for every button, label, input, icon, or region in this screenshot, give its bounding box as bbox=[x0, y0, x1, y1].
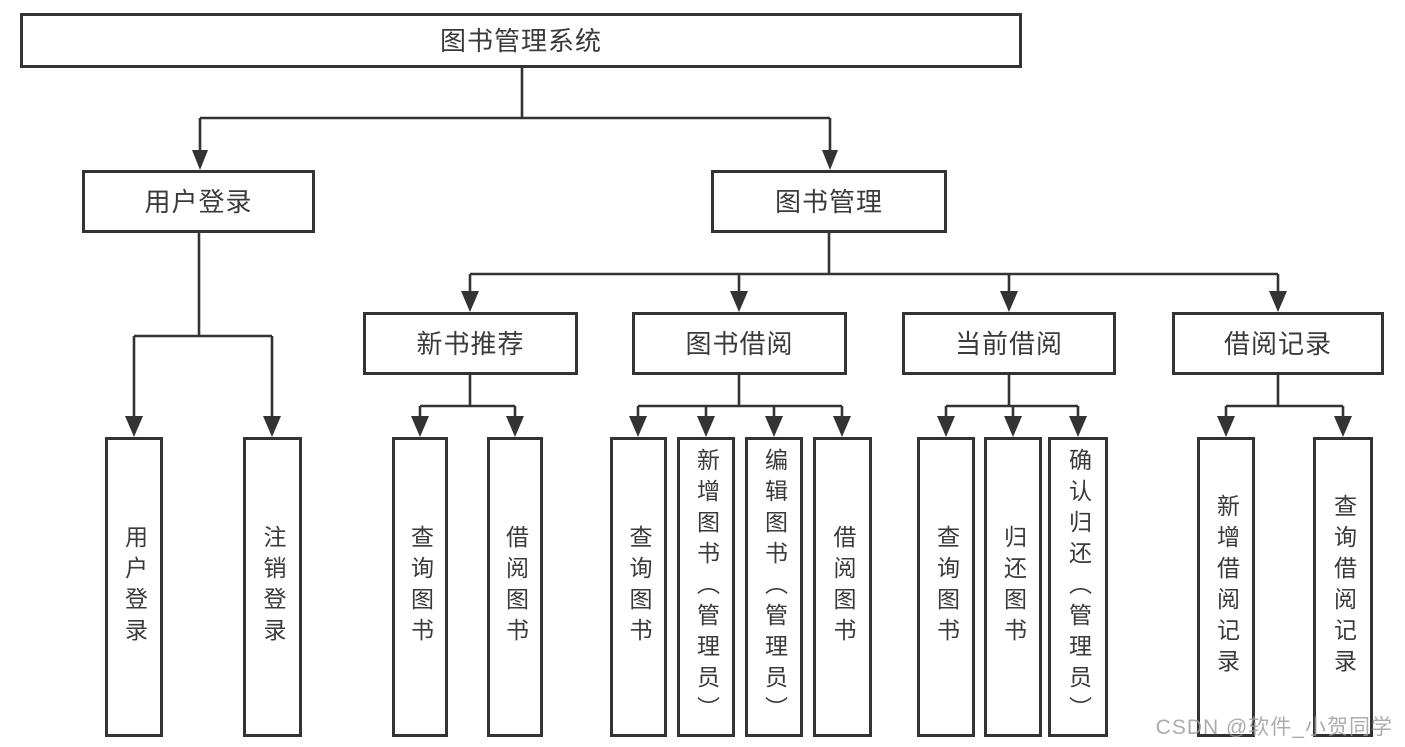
node-current-borrowing: 当前借阅 bbox=[902, 312, 1116, 375]
node-new-book-recommend: 新书推荐 bbox=[363, 312, 578, 375]
node-user-login: 用户登录 bbox=[82, 170, 315, 233]
node-library-management-system: 图书管理系统 bbox=[20, 13, 1022, 68]
leaf-query-books-borrowing: 查询图书 bbox=[610, 437, 667, 737]
leaf-query-borrow-record: 查询借阅记录 bbox=[1313, 437, 1373, 737]
node-book-management: 图书管理 bbox=[711, 170, 947, 233]
leaf-add-borrow-record: 新增借阅记录 bbox=[1197, 437, 1255, 737]
leaf-query-books-current: 查询图书 bbox=[917, 437, 975, 737]
leaf-borrow-books-recommend: 借阅图书 bbox=[487, 437, 543, 737]
leaf-return-books: 归还图书 bbox=[984, 437, 1042, 737]
leaf-edit-books-admin: 编辑图书（管理员） bbox=[745, 437, 803, 737]
leaf-confirm-return-admin: 确认归还（管理员） bbox=[1048, 437, 1108, 737]
leaf-borrow-books-borrowing: 借阅图书 bbox=[813, 437, 872, 737]
leaf-add-books-admin: 新增图书（管理员） bbox=[677, 437, 735, 737]
watermark: CSDN @软件_小贺同学 bbox=[1155, 716, 1393, 739]
leaf-logout: 注销登录 bbox=[243, 437, 302, 737]
node-book-borrowing: 图书借阅 bbox=[632, 312, 847, 375]
node-borrowing-records: 借阅记录 bbox=[1172, 312, 1384, 375]
leaf-user-login: 用户登录 bbox=[105, 437, 163, 737]
leaf-query-books-recommend: 查询图书 bbox=[392, 437, 448, 737]
